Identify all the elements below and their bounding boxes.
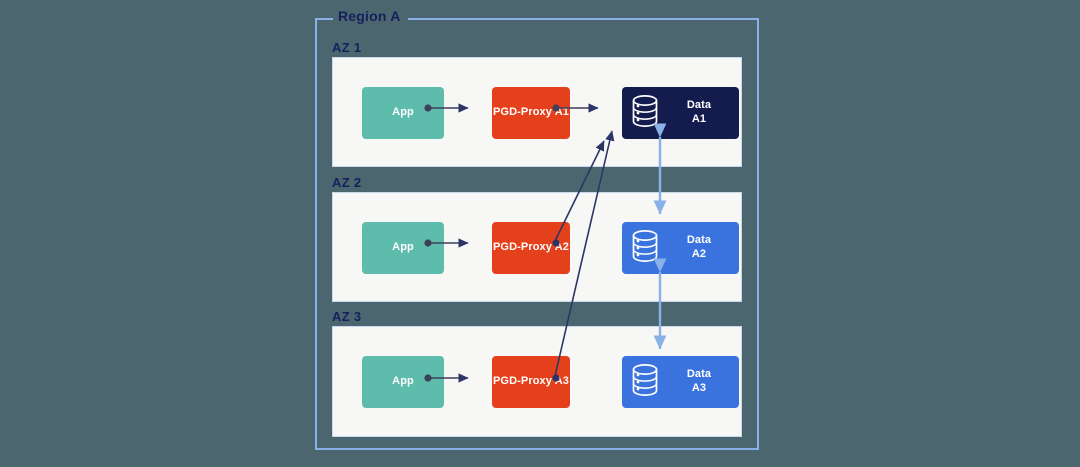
az-3-data-label: Data A3 (671, 368, 739, 396)
az-1-data-line1: Data (686, 99, 712, 112)
az-1-proxy-label: PGD-Proxy A1 (493, 106, 569, 119)
az-3-proxy-label: PGD-Proxy A3 (493, 375, 569, 388)
az-3-data-line2: A3 (691, 382, 707, 394)
database-icon (630, 229, 660, 268)
database-icon (630, 363, 660, 402)
az-2-app-label: App (392, 241, 414, 254)
region-a-label: Region A (333, 8, 408, 24)
az-3-proxy-node[interactable]: PGD-Proxy A3 (492, 356, 570, 408)
region-a-container: Region A AZ 1 App PGD-Proxy A1 (315, 8, 759, 450)
az-1-label: AZ 1 (332, 40, 362, 55)
az-3-data-line1: Data (686, 368, 712, 381)
az-1-data-label: Data A1 (671, 99, 739, 127)
az-2-panel: App PGD-Proxy A2 (332, 192, 742, 302)
az-3-data-node[interactable]: Data A3 (622, 356, 739, 408)
az-2-proxy-node[interactable]: PGD-Proxy A2 (492, 222, 570, 274)
az-2-data-line2: A2 (691, 248, 707, 260)
az-1-panel: App PGD-Proxy A1 (332, 57, 742, 167)
az-3-label: AZ 3 (332, 309, 362, 324)
az-1-app-node[interactable]: App (362, 87, 444, 139)
az-1-data-node[interactable]: Data A1 (622, 87, 739, 139)
az-2-data-node[interactable]: Data A2 (622, 222, 739, 274)
az-2-app-node[interactable]: App (362, 222, 444, 274)
az-3-panel: App PGD-Proxy A3 (332, 326, 742, 437)
az-2-proxy-label: PGD-Proxy A2 (493, 241, 569, 254)
az-2-label: AZ 2 (332, 175, 362, 190)
az-1-proxy-node[interactable]: PGD-Proxy A1 (492, 87, 570, 139)
az-2-data-line1: Data (686, 234, 712, 247)
az-1-app-label: App (392, 106, 414, 119)
az-3-app-node[interactable]: App (362, 356, 444, 408)
az-3-app-label: App (392, 375, 414, 388)
database-icon (630, 94, 660, 133)
az-2-data-label: Data A2 (671, 234, 739, 262)
az-1-data-line2: A1 (691, 113, 707, 125)
